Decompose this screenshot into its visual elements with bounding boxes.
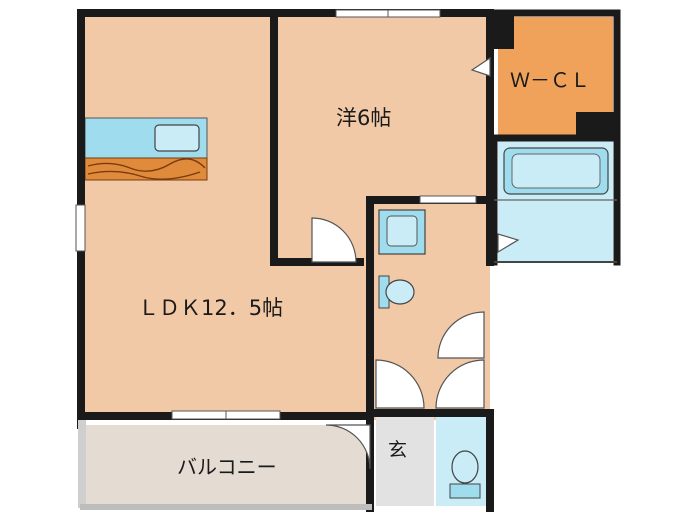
wcl-corner-block [494,13,514,49]
kitchen-wood-counter [84,157,208,181]
western-room-label: 洋6帖 [336,106,391,130]
doors [311,56,520,470]
balcony-floor [85,425,370,507]
washbasin-bowl [386,215,418,247]
wood-grain [87,158,206,180]
entrance-label: 玄 [388,439,407,461]
balcony-left-wall [78,420,86,508]
toilet-tank-icon-2 [449,483,481,499]
kitchen-sink-icon [154,124,200,152]
entrance-floor [376,416,434,506]
bathtub-inner [511,153,601,189]
balcony-label: バルコニー [177,455,277,479]
wcl-notch [576,112,617,138]
ldk-label: ＬＤＫ12．5帖 [138,296,283,320]
wcl-label: Ｗ－ＣＬ [510,68,590,92]
toilet-bowl-icon [385,279,415,305]
windows [75,9,477,420]
balcony-rail [80,504,372,510]
toilet-bowl-icon-2 [451,450,479,484]
